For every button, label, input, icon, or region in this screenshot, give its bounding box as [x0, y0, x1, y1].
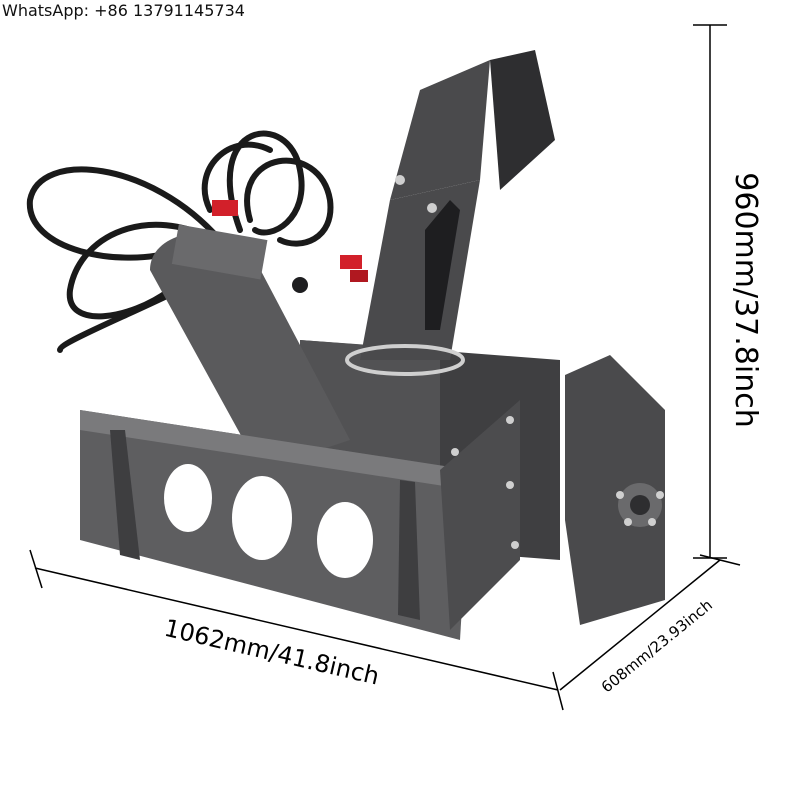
mounting-frame	[80, 400, 520, 640]
frame-bolts	[451, 416, 519, 549]
drive-housing	[150, 224, 350, 470]
hydraulic-hoses	[26, 130, 334, 353]
dimension-lines	[29, 24, 741, 711]
width-dimension-label: 1062mm/41.8inch	[162, 614, 382, 691]
whatsapp-contact: WhatsApp: +86 13791145734	[2, 1, 245, 20]
hydraulic-fittings	[212, 200, 368, 282]
discharge-chute	[345, 50, 555, 376]
side-skid-plate	[565, 355, 665, 625]
height-dimension-label: 960mm/37.8inch	[728, 172, 763, 427]
